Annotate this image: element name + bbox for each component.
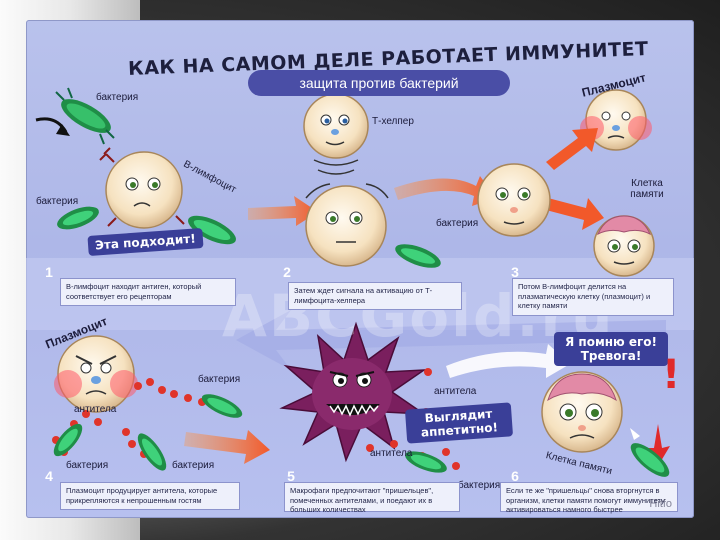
- caption-step-2: Затем ждет сигнала на активацию от Т-лим…: [288, 282, 462, 310]
- caption-step-5: Макрофаги предпочитают "пришельцев", пом…: [284, 482, 460, 514]
- bubble-remember-alarm: Я помню его! Тревога!: [554, 332, 668, 366]
- step-number-3: 3: [511, 264, 519, 280]
- caption-step-3: Потом В-лимфоцит делится на плазматическ…: [512, 278, 674, 316]
- label-bacteria-3: бактерия: [436, 218, 479, 229]
- label-antibodies-1: антитела: [74, 404, 117, 415]
- step-number-5: 5: [287, 468, 295, 484]
- label-bacteria-1: бактерия: [96, 92, 139, 103]
- bacteria-icon: [53, 423, 83, 457]
- site-label: Hitfo: [649, 498, 672, 510]
- bacteria-icon: [55, 87, 115, 145]
- caption-step-6: Если те же "пришельцы" снова вторгнутся …: [500, 482, 678, 514]
- panel-2-art: [303, 93, 496, 268]
- bacteria-icon: [630, 443, 670, 477]
- panel-1-art: [35, 87, 318, 245]
- panel-3-art: [477, 89, 655, 277]
- bacteria-icon: [188, 215, 236, 245]
- label-bacteria-6: бактерия: [172, 460, 215, 471]
- exclamation-mark: !: [662, 352, 681, 398]
- bacteria-icon: [57, 206, 99, 230]
- immunity-poster: КАК НА САМОМ ДЕЛЕ РАБОТАЕТ ИММУНИТЕТ защ…: [26, 20, 694, 518]
- step-number-4: 4: [45, 468, 53, 484]
- poster-subtitle: защита против бактерий: [248, 70, 510, 96]
- label-bacteria-7: бактерия: [458, 480, 501, 491]
- macrophage-icon: [279, 321, 427, 463]
- bacteria-icon: [405, 451, 447, 473]
- step-number-2: 2: [283, 264, 291, 280]
- panel-5-art: [279, 321, 570, 473]
- subtitle-text: защита против бактерий: [299, 75, 459, 91]
- bacteria-icon: [137, 433, 167, 471]
- step-number-1: 1: [45, 264, 53, 280]
- caption-step-4: Плазмоцит продуцирует антитела, которые …: [60, 482, 240, 510]
- label-antibodies-2: антитела: [434, 386, 477, 397]
- label-t-helper: Т-хелпер: [372, 116, 414, 127]
- label-memory-cell-top: Клетка памяти: [630, 178, 664, 200]
- step-number-6: 6: [511, 468, 519, 484]
- label-bacteria-4: бактерия: [198, 374, 241, 385]
- caption-step-1: В-лимфоцит находит антиген, который соот…: [60, 278, 236, 306]
- poster-illustration: [26, 87, 694, 477]
- label-antibodies-3: антитела: [370, 448, 413, 459]
- panel-4-art: [52, 335, 270, 471]
- bacteria-icon: [201, 394, 243, 418]
- label-bacteria-2: бактерия: [36, 196, 79, 207]
- bacteria-icon: [395, 244, 441, 268]
- label-bacteria-5: бактерия: [66, 460, 109, 471]
- panel-6-art: [541, 371, 670, 477]
